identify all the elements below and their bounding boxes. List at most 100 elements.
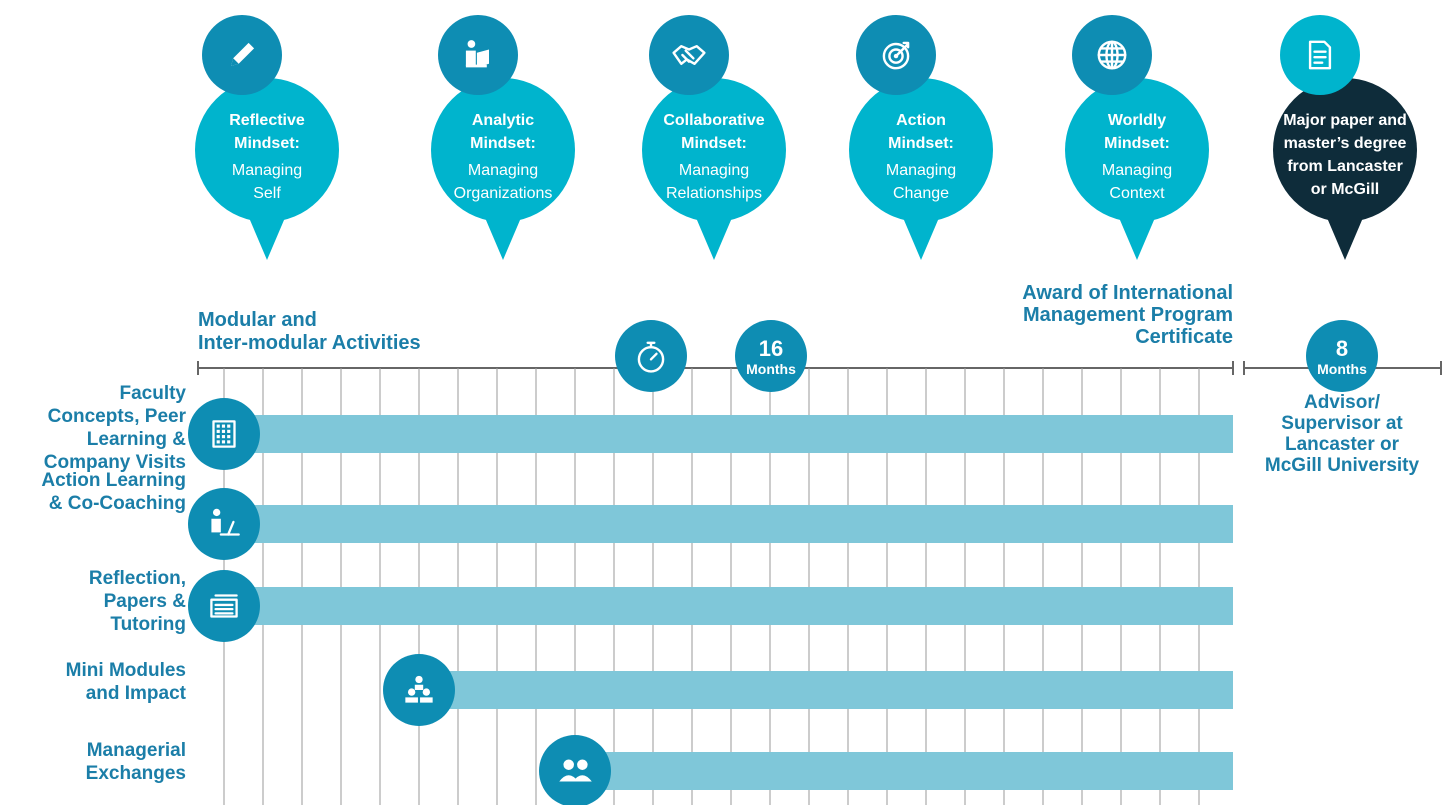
duration-unit: Months [746,361,796,377]
activity-label-line: & Co-Coaching [49,493,186,514]
mindset-title-line: Mindset: [470,135,536,152]
activity-bar [224,415,1233,453]
activity-label-line: Managerial [87,740,186,761]
activity-bar [224,587,1233,625]
mindset-subtitle-line: Context [1109,185,1165,202]
advisor-note-line: Supervisor at [1281,413,1403,434]
duration-value: 16 [759,336,783,361]
mindset-title-line: Collaborative [663,112,764,129]
activity-label-line: Papers & [104,591,187,612]
advisor-note-line: Advisor/ [1304,392,1381,413]
mindset-subtitle-line: Organizations [454,185,553,202]
activity-label-line: Concepts, Peer [48,406,187,427]
bubble-body [431,78,575,222]
reader-icon [465,40,489,68]
bubble-pointer [1117,213,1157,260]
activity-label-line: Exchanges [86,763,186,784]
group-icon [405,675,433,703]
papers-icon [210,594,238,618]
activity-label: Reflection,Papers &Tutoring [89,568,186,635]
mindset-title-line: master’s degree [1284,135,1407,152]
activity-icon-circle [188,488,260,560]
activity-label-line: Tutoring [110,614,186,635]
advisor-note-line: Lancaster or [1285,434,1400,455]
activity-row: Reflection,Papers &Tutoring [89,568,1233,642]
people-exchange-icon [559,759,592,782]
bubble-pointer [901,213,941,260]
bubble-pointer [1325,213,1365,260]
activity-row: Action Learning& Co-Coaching [41,470,1233,560]
mindset-title-line: Action [896,112,946,129]
mindset-title-line: Mindset: [1104,135,1170,152]
mindset-subtitle-line: Managing [468,162,538,179]
mindset-subtitle-line: Managing [1102,162,1172,179]
bubble-pointer [694,213,734,260]
activity-label-line: Action Learning [41,470,186,491]
bubble-body [642,78,786,222]
stopwatch-icon [637,341,665,373]
duration-circle [1306,320,1378,392]
mindset-title-line: Mindset: [681,135,747,152]
activity-label-line: Company Visits [44,452,186,473]
activity-bar [575,752,1233,790]
bubble-pointer [247,213,287,260]
mindset-subtitle-line: Self [253,185,281,202]
mindset-subtitle-line: Change [893,185,949,202]
laptop-user-icon [211,508,240,536]
globe-icon [1097,40,1127,70]
bubble-pointer [483,213,523,260]
bubble-body [1065,78,1209,222]
building-icon [212,420,236,448]
document-icon [1308,40,1332,70]
mindset-title-line: Worldly [1108,112,1166,129]
mindset-subtitle-line: Relationships [666,185,762,202]
bubble-body [195,78,339,222]
stopwatch-circle [615,320,687,392]
mindset-title-line: Mindset: [888,135,954,152]
timeline-right-header-line: Award of International [1022,282,1233,304]
mindset-title-line: Reflective [229,112,305,129]
mindset-subtitle-line: Managing [679,162,749,179]
mindset-subtitle-line: Managing [886,162,956,179]
mindset-title-line: or McGill [1311,181,1379,198]
duration-circle [735,320,807,392]
bubble-body [1273,78,1417,222]
duration-unit: Months [1317,361,1367,377]
advisor-note-line: McGill University [1265,455,1420,476]
timeline-left-header-line: Modular and [198,309,317,331]
icon-circle [1280,15,1360,95]
pencil-icon [231,42,255,66]
activity-label-line: Mini Modules [66,660,186,681]
activity-bar [224,505,1233,543]
duration-value: 8 [1336,336,1348,361]
activity-icon-circle [539,735,611,805]
activity-label-line: Faculty [119,383,186,404]
target-icon [882,41,910,70]
activity-label-line: and Impact [86,683,187,704]
